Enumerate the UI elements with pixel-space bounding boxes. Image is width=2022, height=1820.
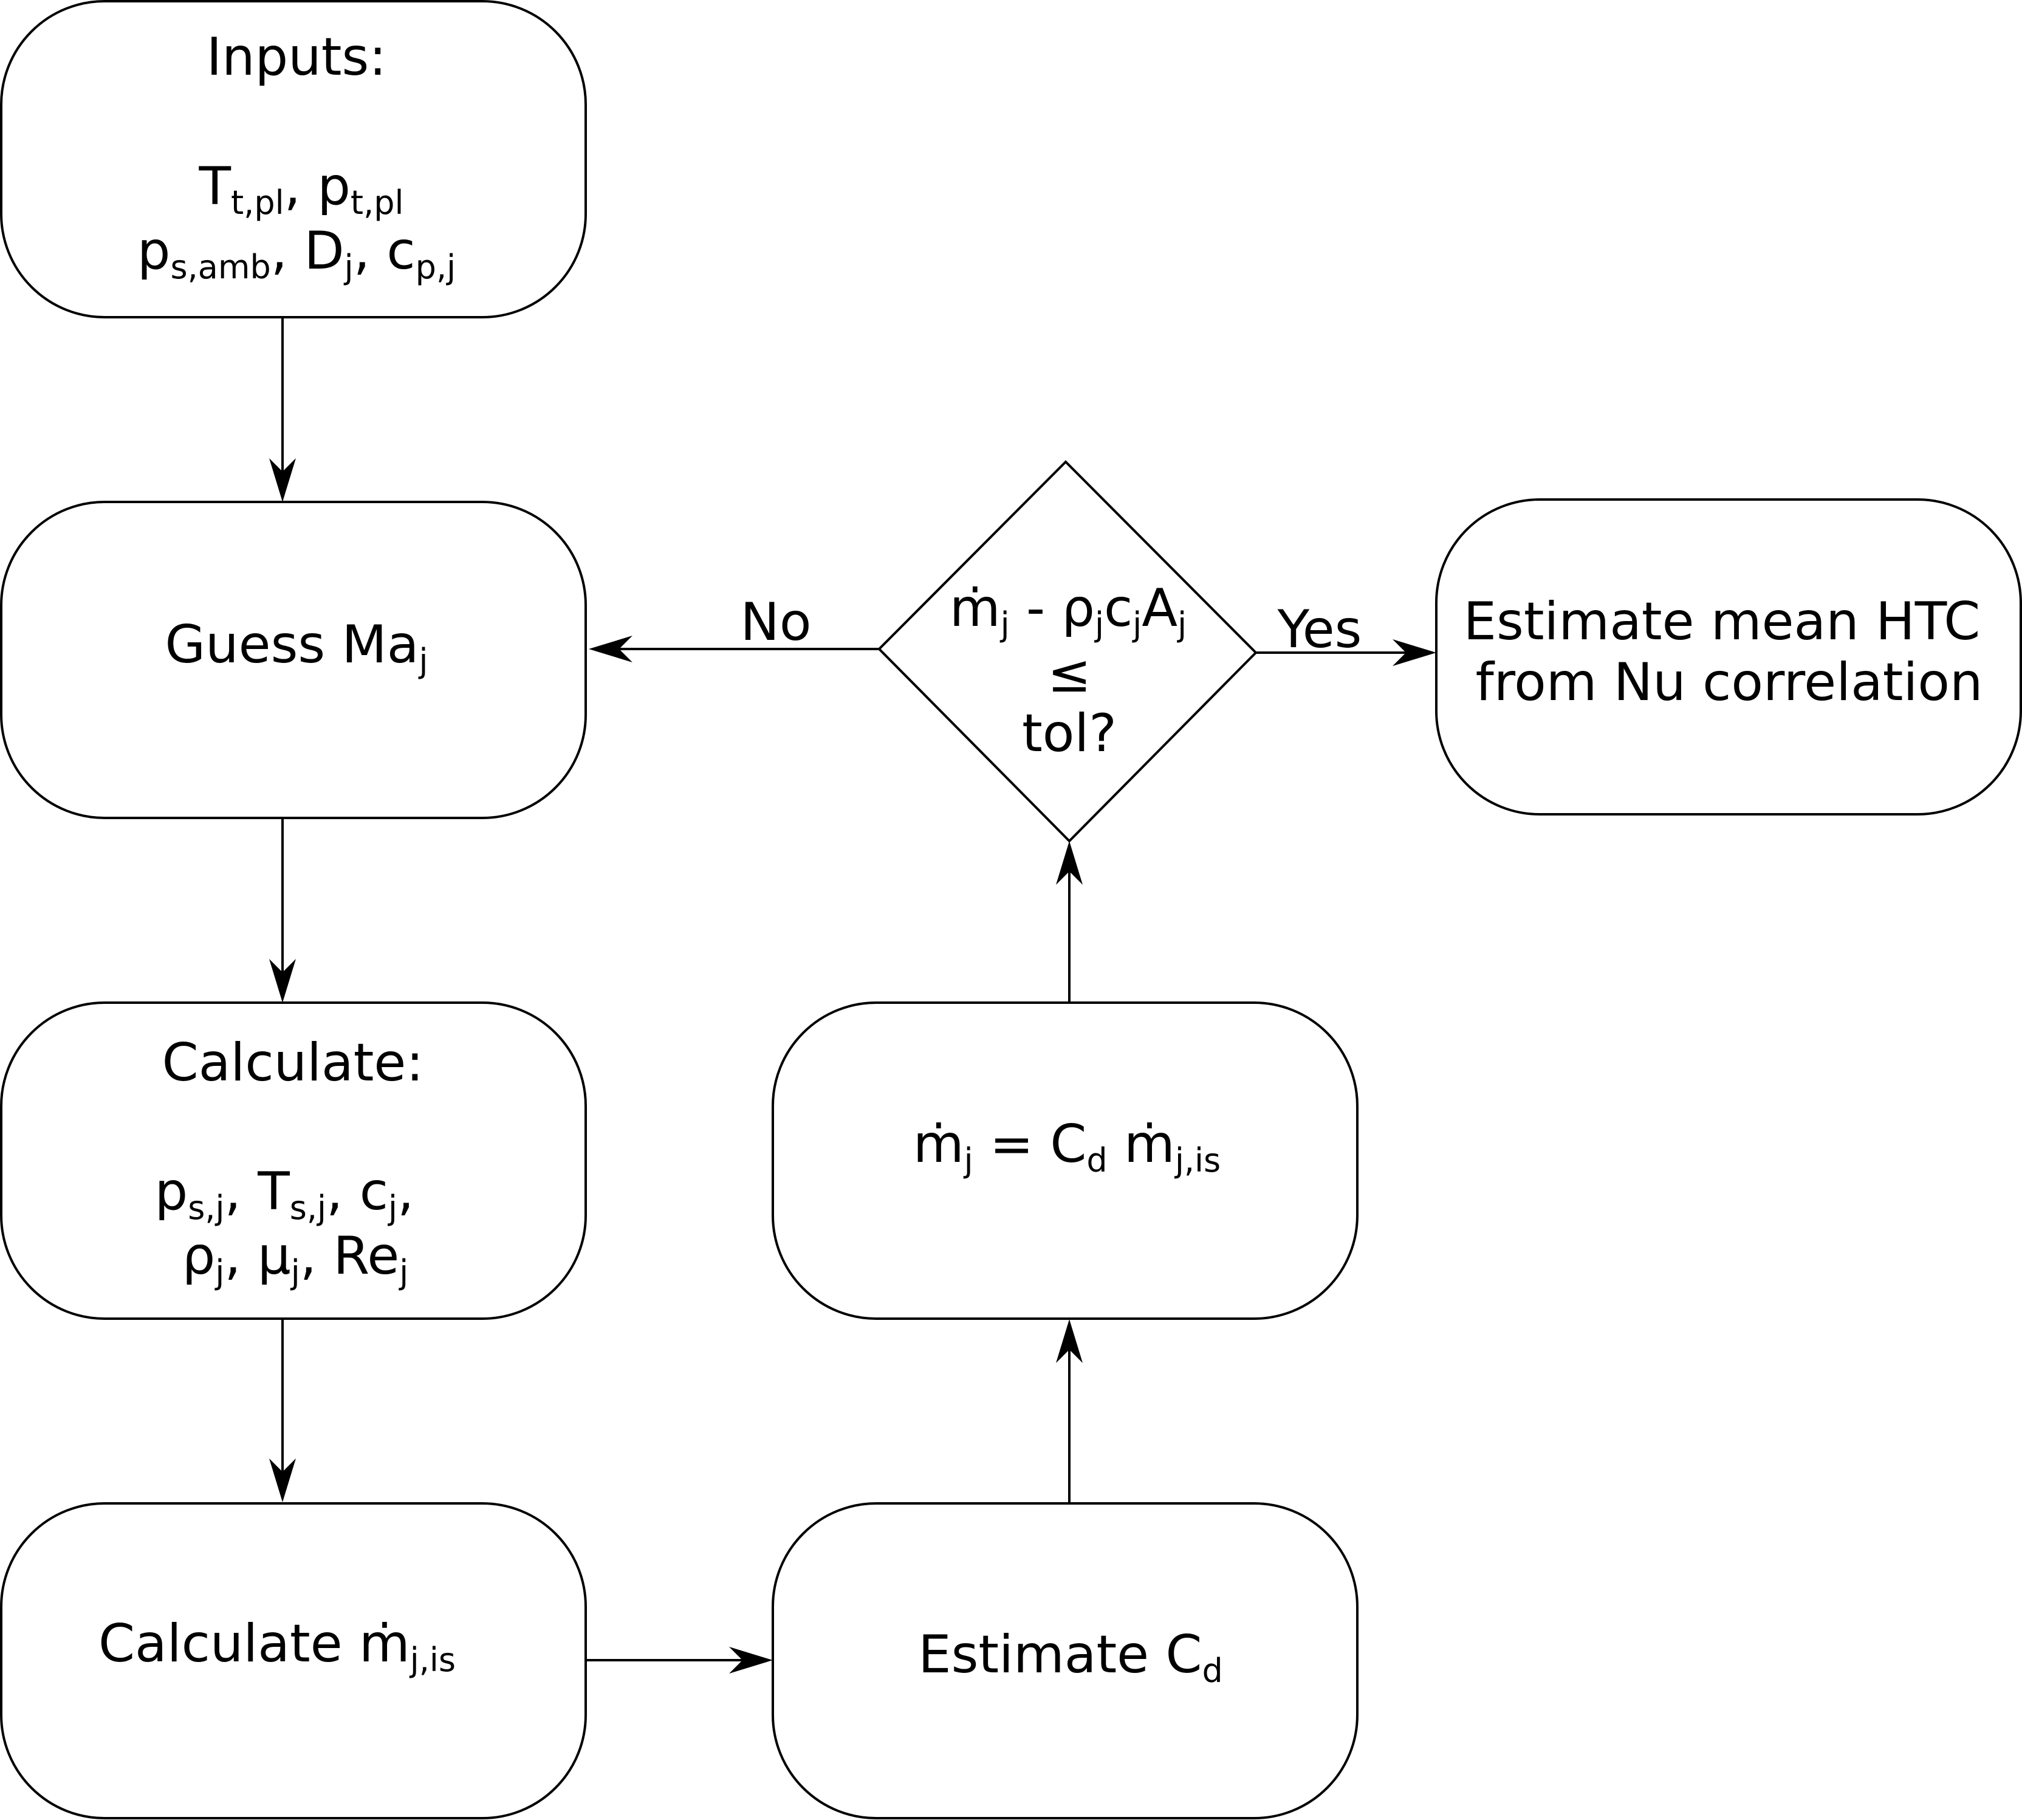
node-estimate-cd: Estimate Cd [772,1502,1359,1819]
htc-line-2: from Nu correlation [1475,652,1983,713]
guess-label: Guess Maj [165,614,428,680]
inputs-line-1: Tt,pl, pt,pl [198,156,403,222]
calculate-line-1: ps,j, Ts,j, cj, [155,1161,414,1227]
node-decision: ṁj - ρjcjAj ≤ tol? [877,460,1258,843]
edge-estimate-cd-to-mdot-eq [1056,1319,1083,1503]
mdot-equation-label: ṁj = Cd ṁj,is [913,1114,1221,1180]
node-guess-ma: Guess Maj [0,501,587,819]
edge-label-yes: Yes [1277,599,1362,660]
inputs-title: Inputs: [207,27,386,88]
edge-decision-yes-to-htc [1256,639,1436,666]
node-calculate-mdot: Calculate ṁj,is [0,1502,587,1819]
edge-guess-to-calculate [269,818,296,1003]
edge-calculate-to-calc-mdot [269,1319,296,1502]
node-mdot-equation: ṁj = Cd ṁj,is [772,1001,1359,1320]
edge-calc-mdot-to-estimate-cd [586,1647,773,1674]
node-estimate-htc: Estimate mean HTC from Nu correlation [1435,498,2022,816]
calculate-title: Calculate: [162,1032,424,1093]
calc-mdot-label: Calculate ṁj,is [98,1613,456,1679]
edge-label-no: No [741,592,812,653]
decision-line-3: tol? [1022,703,1117,764]
decision-line-2: ≤ [1047,644,1091,704]
inputs-line-2: ps,amb, Dj, cp,j [137,221,456,286]
edge-mdot-eq-to-decision [1056,841,1083,1003]
node-calculate: Calculate: ps,j, Ts,j, cj, ρj, μj, Rej [0,1001,587,1320]
edge-decision-no-to-guess [589,636,879,662]
node-inputs: Inputs: Tt,pl, pt,pl ps,amb, Dj, cp,j [0,0,587,318]
decision-line-1: ṁj - ρjcjAj [950,578,1187,644]
htc-line-1: Estimate mean HTC [1464,591,1981,652]
edge-inputs-to-guess [269,317,296,502]
calculate-line-2: ρj, μj, Rej [182,1226,409,1291]
estimate-cd-label: Estimate Cd [918,1624,1223,1690]
